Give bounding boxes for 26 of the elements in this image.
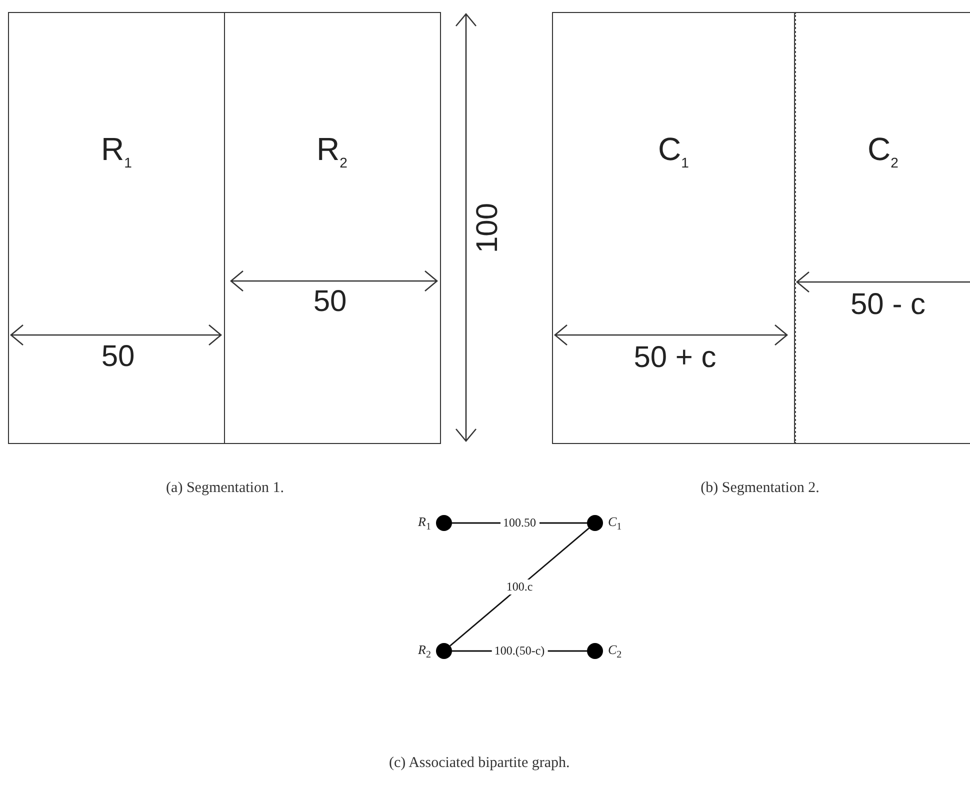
region-label: R$_{1}$ <box>101 131 132 171</box>
dimension-label: 50 + c <box>634 341 716 375</box>
dimension-label: 50 <box>101 340 135 374</box>
figure-caption: (b) Segmentation 2. <box>700 480 820 497</box>
region-label: C$_{2}$ <box>868 131 898 171</box>
region-label: R$_{2}$ <box>316 131 348 171</box>
graph-vertex <box>436 515 452 531</box>
graph-vertex <box>587 643 603 659</box>
dimension-label: 100 <box>471 202 505 254</box>
dimension-label: 50 - c <box>850 288 926 322</box>
dimension-label: 50 <box>313 285 347 319</box>
vertex-label: R$_{2}$ <box>418 642 431 661</box>
figure-caption: (c) Associated bipartite graph. <box>389 755 571 772</box>
figure-caption: (a) Segmentation 1. <box>166 480 284 497</box>
region-box <box>8 12 225 444</box>
vertex-label: C$_{2}$ <box>608 642 622 661</box>
region-box <box>224 12 441 444</box>
vertex-label: C$_{1}$ <box>608 514 622 533</box>
edge-label: 100.(50-c) <box>491 644 548 658</box>
graph-edge <box>450 528 590 646</box>
region-box <box>552 12 795 444</box>
region-label: C$_{1}$ <box>658 131 689 171</box>
graph-vertex <box>587 515 603 531</box>
graph-vertex <box>436 643 452 659</box>
vertex-label: R$_{1}$ <box>418 514 431 533</box>
region-box <box>794 12 970 444</box>
